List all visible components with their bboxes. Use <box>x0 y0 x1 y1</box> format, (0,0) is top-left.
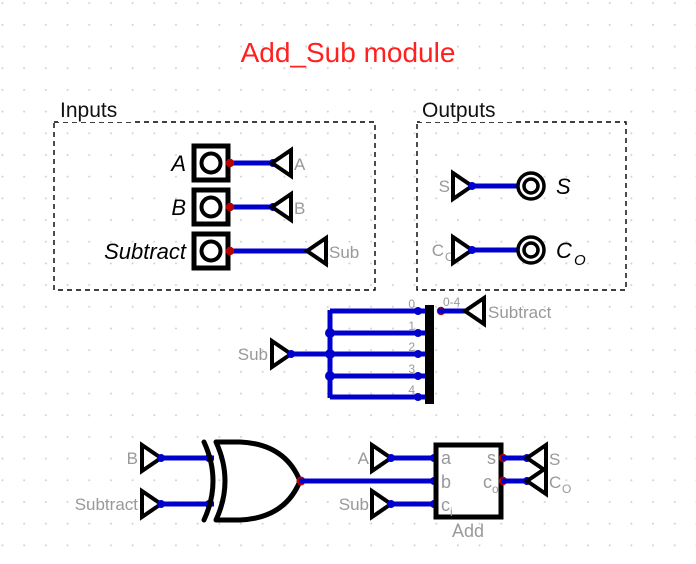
adder-result-pin-label-co: C <box>549 473 561 492</box>
bus-junction-dot <box>325 371 335 381</box>
inputs-group-label: Inputs <box>60 99 117 122</box>
bus-endpoint-dot <box>414 329 422 337</box>
input-switch-label-a: A <box>169 151 186 176</box>
input-pin-label-b: B <box>294 199 305 218</box>
splitter-bit-label-4: 4 <box>408 383 415 397</box>
splitter-input-port-marker[interactable] <box>270 337 295 371</box>
bus-endpoint-dot <box>414 350 422 358</box>
wire-endpoint-dot <box>468 182 476 190</box>
adder-output-pin-label-s: s <box>487 448 496 468</box>
splitter-output-pin-label: Subtract <box>488 303 552 322</box>
adder-block-name: Add <box>452 521 484 541</box>
inputs-label-backdrop <box>58 96 134 122</box>
splitter-bit-label-3: 3 <box>408 362 415 376</box>
input-switch-subtract[interactable] <box>191 231 231 271</box>
input-port-marker-sub[interactable] <box>303 234 328 268</box>
adder-result-pin-label-s: S <box>549 450 560 469</box>
input-switch-label-subtract: Subtract <box>104 239 187 264</box>
splitter-input-pin-label: Sub <box>238 345 268 364</box>
wire-endpoint-dot <box>387 500 395 508</box>
input-port-marker-a[interactable] <box>268 146 293 180</box>
wire-endpoint-dot <box>468 246 476 254</box>
bus-junction-dot <box>325 349 335 359</box>
adder-driver-port-marker-a[interactable] <box>370 441 395 475</box>
output-port-marker-co[interactable] <box>451 233 476 267</box>
adder-driver-port-marker-sub[interactable] <box>370 487 395 521</box>
input-switch-a[interactable] <box>191 143 231 183</box>
adder-output-pin-label-co-sub: o <box>492 482 499 496</box>
bus-junction-dot <box>325 328 335 338</box>
input-pin-label-a: A <box>294 155 306 174</box>
output-pin-label-co-sub: O <box>445 250 454 264</box>
splitter-bit-label-2: 2 <box>408 340 415 354</box>
bus-endpoint-dot <box>414 307 422 315</box>
output-led-label-co: C <box>556 238 572 263</box>
adder-output-pin-label-co: c <box>483 472 492 492</box>
xor-input-pin-label-subtract: Subtract <box>75 495 139 514</box>
output-pin-label-co: C <box>432 241 444 260</box>
adder-result-pin-label-co-sub: O <box>562 482 571 496</box>
outputs-group-label: Outputs <box>422 99 496 122</box>
input-switch-label-b: B <box>171 195 186 220</box>
splitter-bit-label-0: 0 <box>408 297 415 311</box>
splitter-bus-label: 0-4 <box>443 295 461 309</box>
xor-gate[interactable] <box>201 439 303 523</box>
input-switch-b[interactable] <box>191 187 231 227</box>
adder-driver-pin-label-a: A <box>358 449 370 468</box>
wire-endpoint-dot <box>387 454 395 462</box>
junction-dot <box>225 158 235 168</box>
splitter-bar[interactable] <box>425 305 434 404</box>
xor-input-port-marker-b[interactable] <box>140 441 165 475</box>
junction-dot <box>225 202 235 212</box>
output-led-label-co-sub: O <box>574 252 586 269</box>
inputs-group-box <box>53 121 376 291</box>
adder-input-pin-label-b: b <box>441 472 451 492</box>
adder-input-pin-label-ci: c <box>441 495 450 515</box>
adder-input-pin-label-ci-sub: i <box>450 505 453 519</box>
output-port-marker-s[interactable] <box>451 169 476 203</box>
adder-result-port-marker-s[interactable] <box>523 441 548 475</box>
input-port-marker-b[interactable] <box>268 190 293 224</box>
junction-dot <box>225 246 235 256</box>
input-pin-label-sub: Sub <box>329 243 359 262</box>
xor-input-port-marker-subtract[interactable] <box>140 487 165 521</box>
xor-input-pin-label-b: B <box>127 449 138 468</box>
bus-endpoint-dot <box>414 372 422 380</box>
bus-endpoint-dot <box>414 393 422 401</box>
outputs-label-backdrop <box>420 96 512 122</box>
adder-input-pin-label-a: a <box>441 448 452 468</box>
adder-result-port-marker-co[interactable] <box>523 464 548 498</box>
page-title: Add_Sub module <box>241 37 456 68</box>
splitter-bit-label-1: 1 <box>408 319 415 333</box>
outputs-group-box <box>416 121 627 291</box>
output-led-s[interactable] <box>516 171 546 201</box>
adder-driver-pin-label-sub: Sub <box>339 495 369 514</box>
output-pin-label-s: S <box>439 177 450 196</box>
output-led-co[interactable] <box>516 235 546 265</box>
output-led-label-s: S <box>556 174 571 199</box>
splitter-output-port-marker[interactable] <box>461 294 486 328</box>
